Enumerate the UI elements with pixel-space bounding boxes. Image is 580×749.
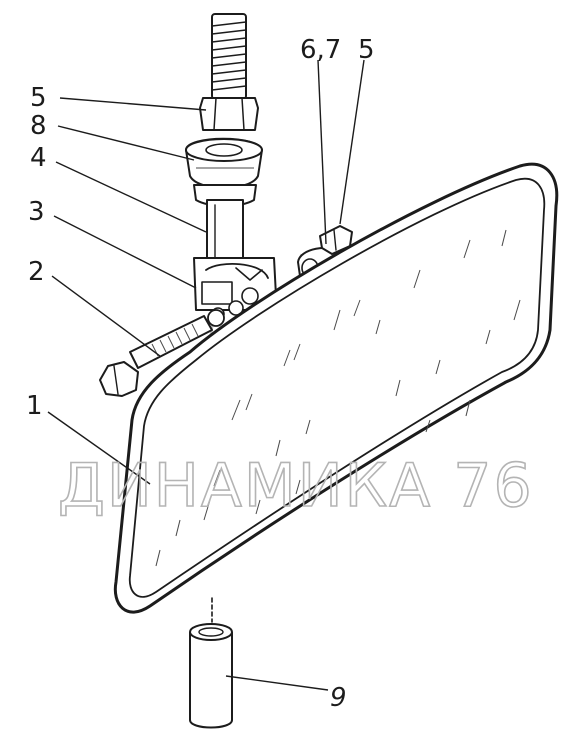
glass-hatching — [155, 229, 521, 567]
callout-8: 8 — [30, 111, 47, 141]
callout-3: 3 — [28, 197, 45, 227]
callout-4: 4 — [30, 143, 47, 173]
sleeve — [189, 597, 233, 729]
leader-lines — [47, 59, 365, 691]
rod — [206, 199, 244, 263]
callout-1: 1 — [26, 391, 43, 421]
adjusting-screw — [99, 300, 244, 397]
watermark-text: ДИНАМИКА 76 — [58, 451, 534, 521]
callout-2: 2 — [28, 257, 45, 287]
callout-9: 9 — [330, 683, 347, 713]
mirror — [113, 162, 559, 614]
hex-nut-top — [199, 97, 259, 131]
bracket — [193, 257, 277, 321]
callout-6-7: 6,7 — [300, 35, 341, 65]
callout-5-left: 5 — [30, 83, 47, 113]
rubber-bushing — [185, 137, 263, 189]
callout-5-right: 5 — [358, 35, 375, 65]
threaded-stud — [211, 13, 247, 100]
